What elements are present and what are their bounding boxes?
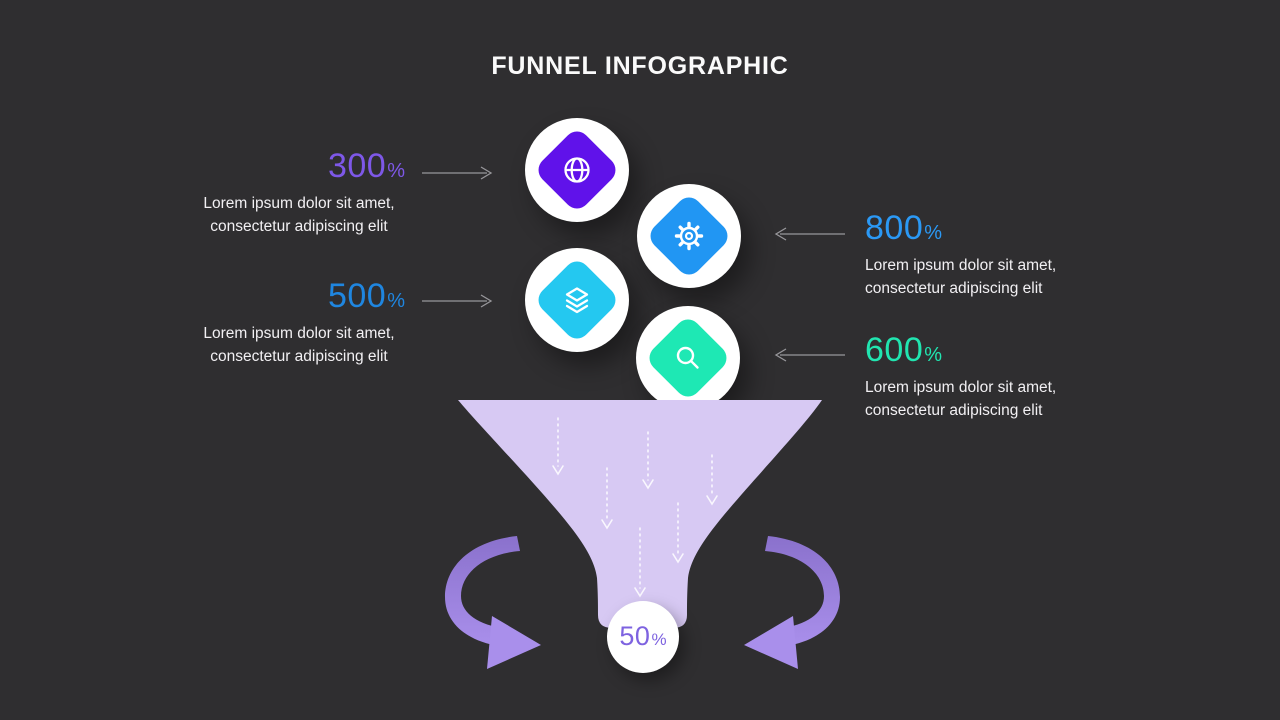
flow-arrow-down-icon xyxy=(552,417,564,476)
stage-circle-3 xyxy=(525,248,629,352)
stage-value: 300 xyxy=(327,147,387,185)
stage-value: 600 xyxy=(865,331,924,369)
stage-description: Lorem ipsum dolor sit amet, consectetur … xyxy=(865,257,1057,298)
percent-sign: % xyxy=(387,290,405,312)
flow-arrow-down-icon xyxy=(642,431,654,490)
arrow-left-icon xyxy=(774,227,845,241)
flow-arrow-down-icon xyxy=(634,527,646,598)
result-circle: 50 % xyxy=(607,601,679,673)
stage-value-row: 300 % xyxy=(193,147,405,185)
stage-description: Lorem ipsum dolor sit amet, consectetur … xyxy=(865,379,1057,420)
diamond-tile xyxy=(533,126,621,214)
stage-value-row: 600 % xyxy=(865,331,1095,369)
search-icon xyxy=(676,346,699,369)
page-title: FUNNEL INFOGRAPHIC xyxy=(491,52,789,80)
stage-value-row: 500 % xyxy=(193,277,405,315)
flow-arrows xyxy=(552,417,718,598)
stage-description: Lorem ipsum dolor sit amet, consectetur … xyxy=(203,325,395,366)
percent-sign: % xyxy=(651,630,667,649)
stage-block-800: 800 % Lorem ipsum dolor sit amet, consec… xyxy=(865,209,1095,300)
percent-sign: % xyxy=(924,344,943,366)
diamond-tile xyxy=(533,256,621,344)
result-value: 50 xyxy=(619,621,651,651)
stage-circle-1 xyxy=(525,118,629,222)
gear-icon xyxy=(674,221,704,251)
stage-block-600: 600 % Lorem ipsum dolor sit amet, consec… xyxy=(865,331,1095,422)
arrow-right-icon xyxy=(422,166,493,180)
globe-icon xyxy=(564,157,590,183)
connector-arrows xyxy=(422,166,845,362)
arrow-right-icon xyxy=(422,294,493,308)
swirl-arrow-left-icon xyxy=(445,536,541,669)
swirl-arrow-right-icon xyxy=(744,536,840,669)
stage-circle-4 xyxy=(636,306,740,410)
diamond-tile xyxy=(644,314,732,402)
stage-value-row: 800 % xyxy=(865,209,1095,247)
flow-arrow-down-icon xyxy=(672,502,684,564)
percent-sign: % xyxy=(387,160,405,182)
arrow-left-icon xyxy=(774,348,845,362)
funnel-shape xyxy=(458,400,822,628)
stage-circle-2 xyxy=(637,184,741,288)
stage-value: 500 xyxy=(327,277,387,315)
layers-icon xyxy=(565,287,589,314)
diamond-tile xyxy=(645,192,733,280)
stage-block-300: 300 % Lorem ipsum dolor sit amet, consec… xyxy=(193,147,405,238)
stage-block-500: 500 % Lorem ipsum dolor sit amet, consec… xyxy=(193,277,405,368)
stage-value: 800 xyxy=(865,209,924,247)
stage-description: Lorem ipsum dolor sit amet, consectetur … xyxy=(203,195,395,236)
flow-arrow-down-icon xyxy=(706,454,718,506)
percent-sign: % xyxy=(924,222,943,244)
flow-arrow-down-icon xyxy=(601,467,613,530)
